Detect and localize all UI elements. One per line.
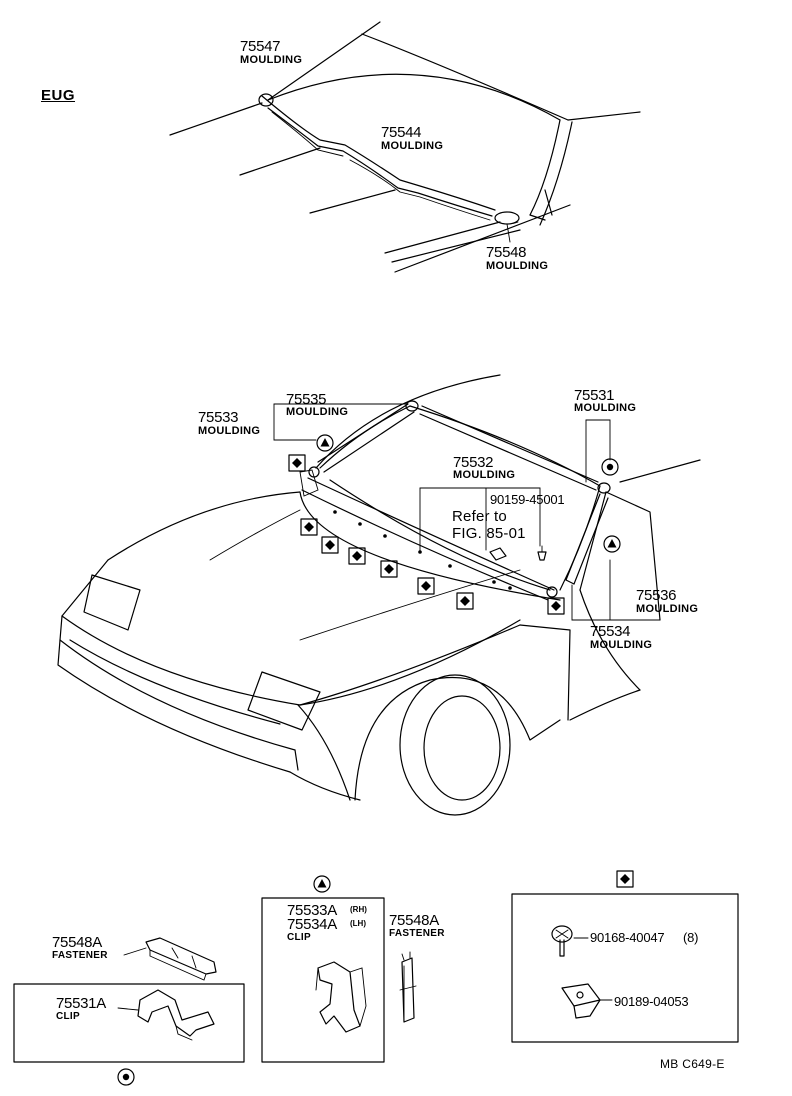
part-number-75533: 75533 <box>198 409 239 426</box>
part-number-75531a: 75531A <box>56 995 106 1012</box>
part-name-75533: MOULDING <box>198 425 261 437</box>
detail-box-diamond <box>511 893 739 1043</box>
moulding-75548-end-cap <box>494 211 520 225</box>
circle-symbol-main <box>601 458 619 476</box>
part-name-75534: MOULDING <box>590 639 653 651</box>
leader-lines-main <box>273 403 661 621</box>
part-number-75531: 75531 <box>574 387 615 404</box>
screw-90159 <box>489 545 547 561</box>
part-number-75544: 75544 <box>381 124 422 141</box>
suffix-rh: (RH) <box>350 905 367 914</box>
part-number-90159: 90159-45001 <box>490 492 565 507</box>
part-name-75532: MOULDING <box>453 469 516 481</box>
part-number-75536: 75536 <box>636 587 677 604</box>
moulding-75547-end-cap <box>258 93 274 107</box>
part-name-75547: MOULDING <box>240 54 303 66</box>
nut-90189-shape <box>561 983 613 1019</box>
section-label: EUG <box>41 87 76 104</box>
part-name-75531: MOULDING <box>574 402 637 414</box>
clip-dots <box>333 510 512 590</box>
moulding-75535-shape <box>317 403 415 473</box>
part-number-75548a-mid: 75548A <box>389 912 439 929</box>
quantity-90168: (8) <box>683 930 699 945</box>
part-name-75544: MOULDING <box>381 140 444 152</box>
part-number-75532: 75532 <box>453 454 494 471</box>
car-body-drawing <box>57 374 701 816</box>
part-name-75548a-mid: FASTENER <box>389 928 445 939</box>
clip-75531a-shape <box>117 989 215 1041</box>
part-name-75536: MOULDING <box>636 603 699 615</box>
detail-box-circle <box>13 983 245 1063</box>
fastener-75548a-mid-shape <box>399 951 417 1023</box>
part-number-75548: 75548 <box>486 244 527 261</box>
part-number-90168: 90168-40047 <box>590 930 665 945</box>
diamond-symbol-detail <box>616 870 634 888</box>
moulding-75532-shape <box>299 469 555 601</box>
part-number-75534: 75534 <box>590 623 631 640</box>
part-name-75535: MOULDING <box>286 406 349 418</box>
detail-box-triangle <box>261 897 385 1063</box>
part-name-75531a: CLIP <box>56 1011 80 1022</box>
part-name-75534a: CLIP <box>287 932 311 943</box>
refer-to-text: Refer to <box>452 508 507 525</box>
leader-75548 <box>506 223 511 243</box>
moulding-75534-shape <box>565 493 609 585</box>
part-number-75534a: 75534A <box>287 916 337 933</box>
part-name-75548a-left: FASTENER <box>52 950 108 961</box>
moulding-75544-shape <box>261 95 496 221</box>
suffix-lh: (LH) <box>350 919 366 928</box>
circle-symbol-detail <box>117 1068 135 1086</box>
fastener-75548a-left-shape <box>123 937 217 981</box>
part-number-75548a-left: 75548A <box>52 934 102 951</box>
end-caps-main <box>308 400 611 598</box>
screw-90168-shape <box>551 925 589 957</box>
refer-fig-text[interactable]: FIG. 85-01 <box>452 525 526 542</box>
triangle-symbols-main <box>316 434 621 553</box>
part-number-90189: 90189-04053 <box>614 994 689 1009</box>
moulding-75531-shape <box>419 405 599 491</box>
part-number-75533a: 75533A <box>287 902 337 919</box>
part-name-75548: MOULDING <box>486 260 549 272</box>
part-number-75535: 75535 <box>286 391 327 408</box>
diamond-symbols-main <box>288 454 565 615</box>
triangle-symbol-detail <box>313 875 331 893</box>
eug-windshield-drawing <box>169 21 641 273</box>
clip-75533a-shape <box>315 961 367 1033</box>
part-number-75547: 75547 <box>240 38 281 55</box>
drawing-code: MB C649-E <box>660 1057 725 1071</box>
